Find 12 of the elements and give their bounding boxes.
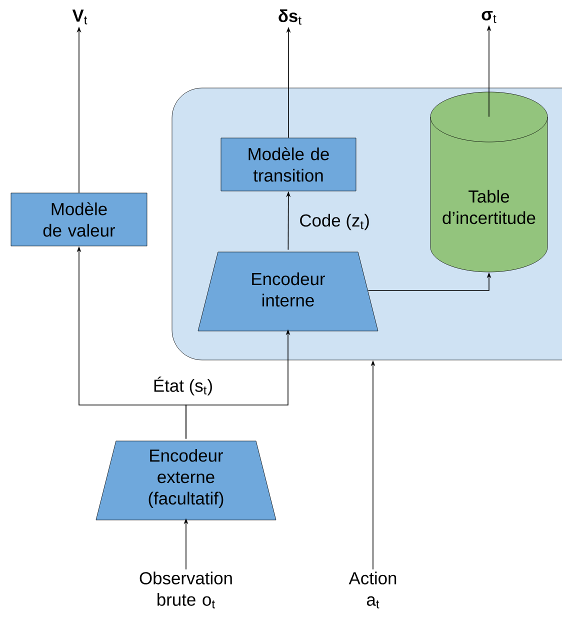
input-label: Observation brute o$_{t}$	[140, 572, 232, 608]
input-label: Action a$_{t}$	[348, 572, 396, 608]
output-label: σ$_{t}$	[482, 11, 496, 23]
encoder-trapezoid: Encodeur interne	[198, 252, 378, 332]
output-label: V$_{t}$	[72, 10, 88, 24]
process-box: Modèle de transition	[220, 138, 356, 192]
edge-label: État (s$_{t}$)	[152, 376, 214, 396]
encoder-trapezoid: Encodeur externe (facultatif)	[96, 440, 276, 520]
database-cylinder: Table d’incertitude	[430, 92, 548, 272]
output-label: δs$_{t}$	[278, 9, 302, 25]
process-box: Modèle de valeur	[10, 192, 148, 246]
edge-label: Code (z$_{t}$)	[298, 212, 371, 232]
